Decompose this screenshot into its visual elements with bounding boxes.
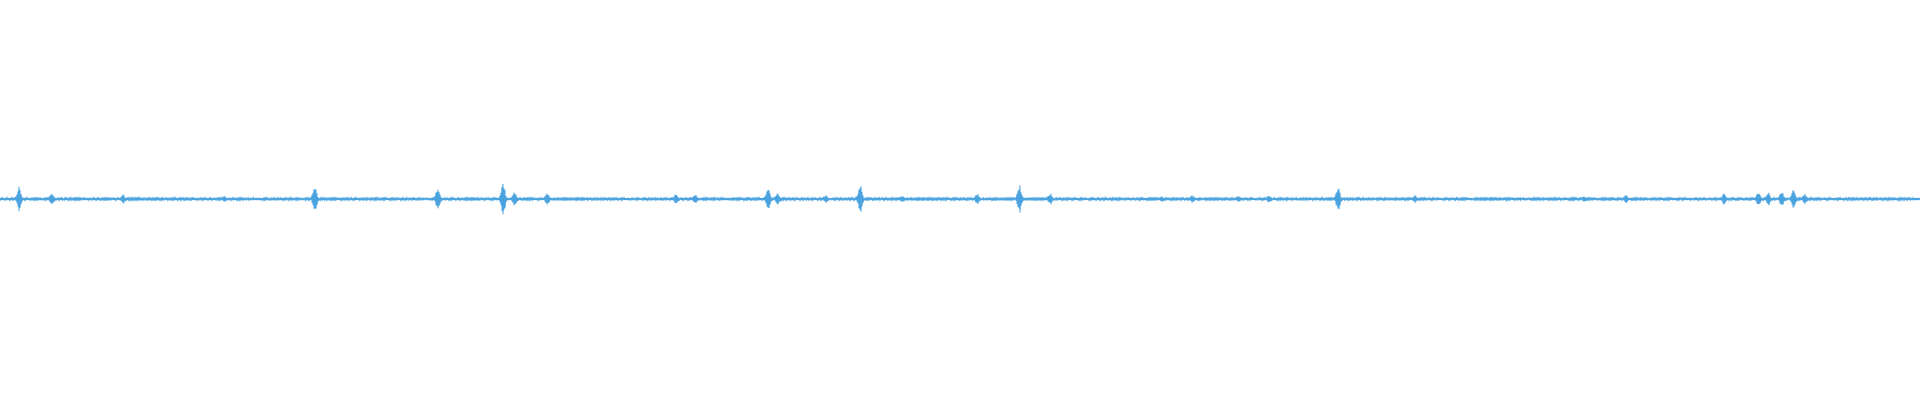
waveform-trace xyxy=(0,183,1920,215)
